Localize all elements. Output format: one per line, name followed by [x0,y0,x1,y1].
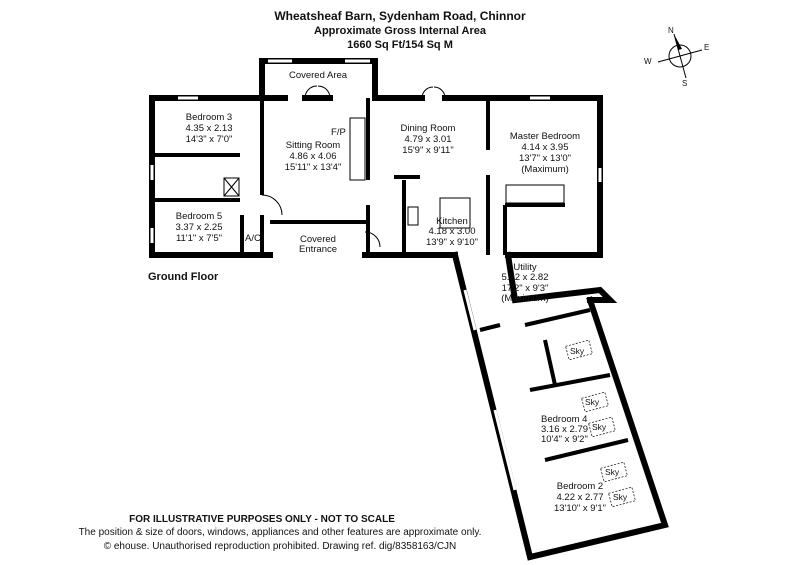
skylight-label: Sky [613,492,628,502]
plan-area: 1660 Sq Ft/154 Sq M [347,39,453,51]
svg-text:3.16 x 2.79: 3.16 x 2.79 [541,424,588,435]
footer-note: The position & size of doors, windows, a… [79,527,482,538]
wing-walls [451,251,669,561]
svg-text:Bedroom 5: Bedroom 5 [176,211,222,222]
svg-text:13'7" x 13'0": 13'7" x 13'0" [519,153,571,164]
svg-text:10'4" x 9'2": 10'4" x 9'2" [541,434,588,445]
svg-text:11'1" x 7'5": 11'1" x 7'5" [176,233,222,244]
bedroom2-label: Bedroom 2 4.22 x 2.77 13'10" x 9'1" [554,481,606,514]
plan-title: Wheatsheaf Barn, Sydenham Road, Chinnor [274,9,526,23]
svg-text:14'3" x 7'0": 14'3" x 7'0" [186,134,233,145]
svg-text:Utility: Utility [513,262,536,273]
copyright: © ehouse. Unauthorised reproduction proh… [104,541,457,552]
svg-text:Bedroom 4: Bedroom 4 [541,414,587,425]
svg-text:4.22 x 2.77: 4.22 x 2.77 [556,492,603,503]
compass-w: W [644,57,652,66]
floor-label: Ground Floor [148,271,219,283]
svg-text:Dining Room: Dining Room [401,123,456,134]
svg-text:15'11" x 13'4": 15'11" x 13'4" [285,162,342,173]
compass-icon: N E S W [644,26,709,88]
svg-text:4.86 x 4.06: 4.86 x 4.06 [289,151,336,162]
svg-text:4.79 x 3.01: 4.79 x 3.01 [404,134,451,145]
svg-text:Sitting Room: Sitting Room [286,140,340,151]
compass-s: S [682,79,687,88]
svg-text:Entrance: Entrance [299,244,337,255]
svg-text:Kitchen: Kitchen [436,216,468,227]
bedroom4-label: Bedroom 4 3.16 x 2.79 10'4" x 9'2" [541,414,588,445]
bedroom3-label: Bedroom 3 4.35 x 2.13 14'3" x 7'0" [185,112,232,145]
disclaimer: FOR ILLUSTRATIVE PURPOSES ONLY - NOT TO … [129,514,395,525]
svg-text:4.35 x 2.13: 4.35 x 2.13 [185,123,232,134]
sitting-room-label: Sitting Room 4.86 x 4.06 15'11" x 13'4" [285,140,342,173]
svg-text:15'9" x 9'11": 15'9" x 9'11" [402,145,453,156]
compass-e: E [704,43,709,52]
svg-text:Master Bedroom: Master Bedroom [510,131,580,142]
skylight-label: Sky [592,422,607,432]
utility-label: Utility 5.22 x 2.82 17'2" x 9'3" (Maximu… [501,262,549,304]
svg-text:3.37 x 2.25: 3.37 x 2.25 [175,222,222,233]
ac-label: A/C [245,233,261,244]
covered-entrance-label: Covered Entrance [299,234,337,255]
dining-room-label: Dining Room 4.79 x 3.01 15'9" x 9'11" [401,123,456,156]
svg-text:13'10" x 9'1": 13'10" x 9'1" [554,503,606,514]
svg-text:4.14 x 3.95: 4.14 x 3.95 [521,142,568,153]
svg-text:(Maximum): (Maximum) [501,293,549,304]
fireplace-label: F/P [331,127,346,138]
kitchen-label: Kitchen 4.18 x 3.00 13'9" x 9'10" [426,216,478,248]
skylight-label: Sky [570,346,585,356]
svg-text:4.18 x 3.00: 4.18 x 3.00 [428,226,475,237]
compass-n: N [668,26,674,35]
svg-text:Covered: Covered [300,234,336,245]
svg-text:17'2" x 9'3": 17'2" x 9'3" [502,283,549,294]
master-bedroom-label: Master Bedroom 4.14 x 3.95 13'7" x 13'0"… [510,131,580,175]
bedroom5-label: Bedroom 5 3.37 x 2.25 11'1" x 7'5" [175,211,222,244]
plan-subtitle: Approximate Gross Internal Area [314,25,487,37]
skylight-label: Sky [605,467,620,477]
svg-text:13'9" x 9'10": 13'9" x 9'10" [426,237,478,248]
skylight-label: Sky [585,397,600,407]
covered-area-label: Covered Area [289,70,348,81]
svg-text:(Maximum): (Maximum) [521,164,569,175]
svg-text:Bedroom 2: Bedroom 2 [557,481,603,492]
svg-text:Bedroom 3: Bedroom 3 [186,112,232,123]
svg-text:5.22 x 2.82: 5.22 x 2.82 [501,272,548,283]
walls [149,58,603,258]
